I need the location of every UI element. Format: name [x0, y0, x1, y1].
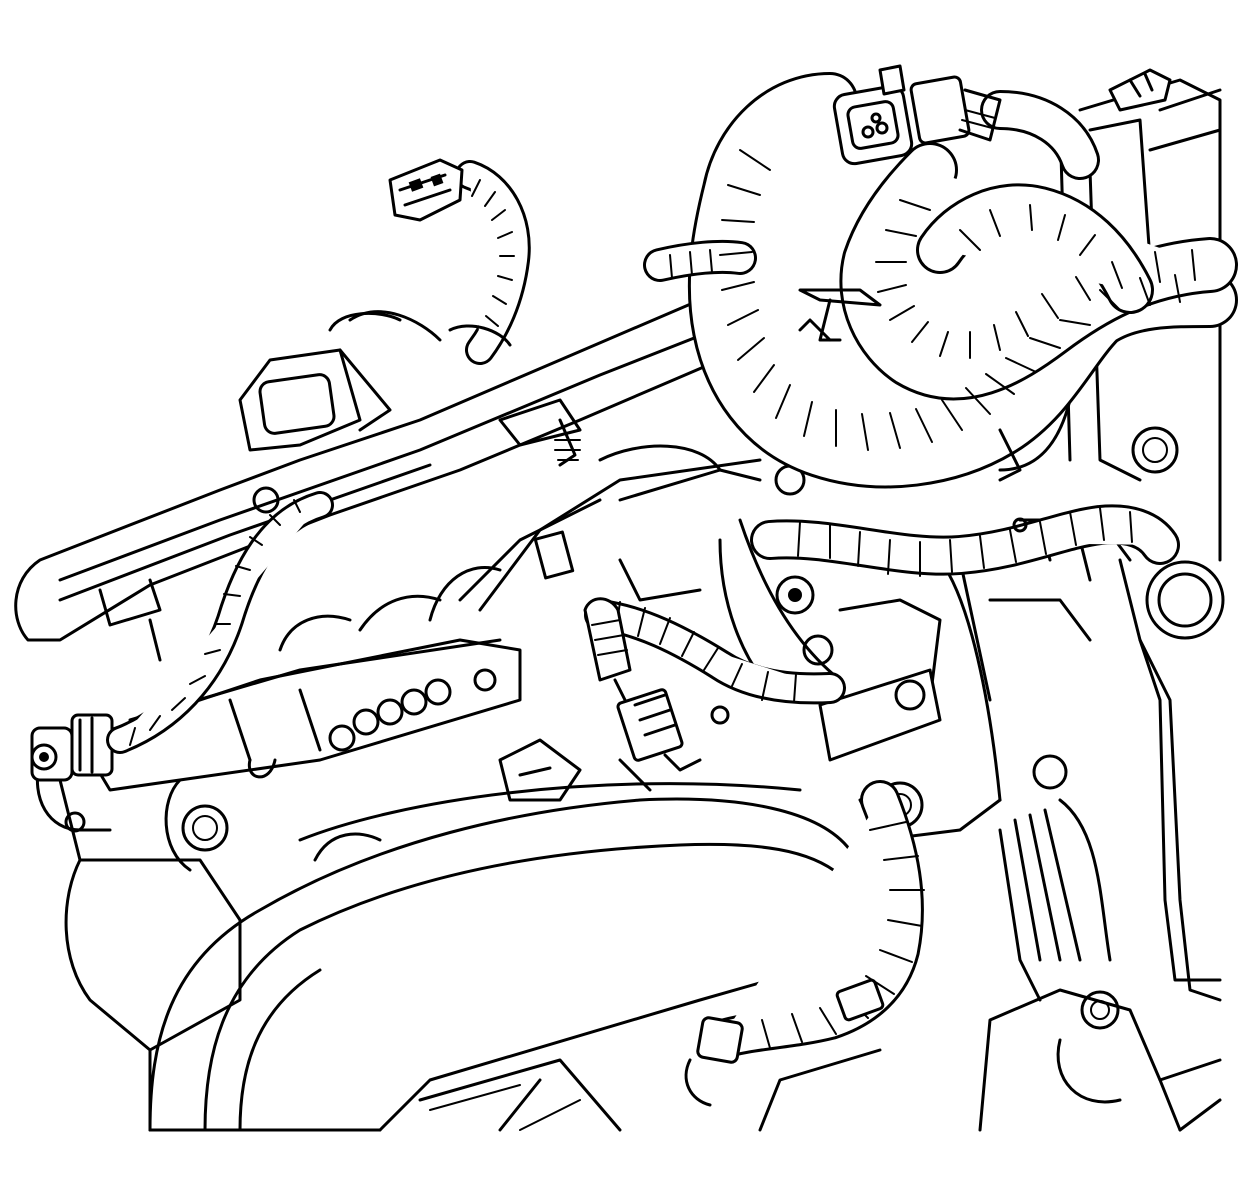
upper-wiring-harness — [643, 72, 1238, 489]
sensor-connector — [583, 597, 702, 772]
injector-connector-housing — [238, 311, 402, 514]
intake-manifold-tube — [148, 782, 862, 1132]
lower-wiring-harness — [106, 491, 1180, 1107]
fuel-rail — [14, 298, 782, 662]
fasteners — [498, 428, 1028, 802]
fuel-rail-end-fitting — [30, 713, 114, 782]
engine-block — [35, 758, 1222, 1132]
fuel-injectors — [78, 458, 762, 792]
top-pigtail-connector — [348, 158, 531, 365]
harness-connectors — [832, 64, 1172, 166]
